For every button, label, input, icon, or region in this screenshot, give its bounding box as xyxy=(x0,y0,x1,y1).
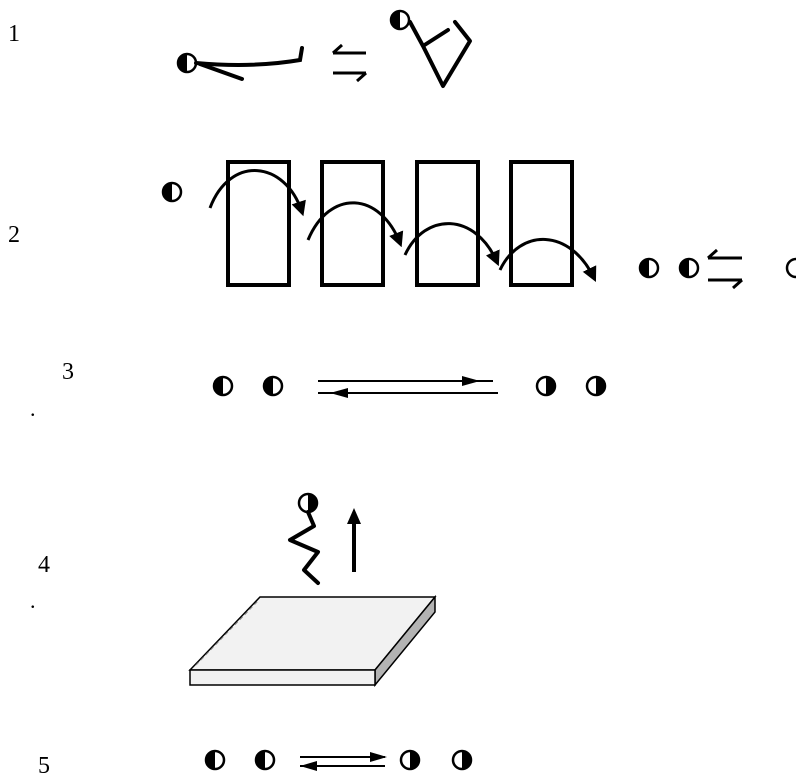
row-3-shuttle xyxy=(214,376,605,398)
head-half-circle-icon xyxy=(178,54,196,72)
head-half-circle-icon xyxy=(299,494,317,512)
row-1-figure xyxy=(178,11,470,86)
exchange-arrows-icon xyxy=(333,45,366,81)
left-half-circle-icon xyxy=(264,377,282,395)
end-half-circle-icon xyxy=(680,259,698,277)
end-half-circle-icon xyxy=(787,259,796,277)
row-2-hurdles xyxy=(163,162,796,288)
v-sit-body xyxy=(410,22,470,86)
row-4-jump-up xyxy=(190,494,435,685)
left-half-circle-icon xyxy=(206,751,224,769)
end-half-circle-icon xyxy=(640,259,658,277)
box-4 xyxy=(511,162,572,285)
right-half-circle-icon xyxy=(401,751,419,769)
exchange-arrows-icon xyxy=(708,250,742,288)
box-2 xyxy=(322,162,383,285)
jump-arc-arrow-icon xyxy=(500,239,594,278)
head-half-circle-icon xyxy=(391,11,409,29)
right-half-circle-icon xyxy=(587,377,605,395)
platform-icon xyxy=(190,597,435,685)
right-half-circle-icon xyxy=(453,751,471,769)
lying-body xyxy=(196,48,302,65)
row-5-shuttle xyxy=(206,751,471,771)
right-half-circle-icon xyxy=(537,377,555,395)
left-half-circle-icon xyxy=(214,377,232,395)
left-half-circle-icon xyxy=(256,751,274,769)
start-half-circle-icon xyxy=(163,183,181,201)
stick-figure-icon xyxy=(290,512,318,583)
